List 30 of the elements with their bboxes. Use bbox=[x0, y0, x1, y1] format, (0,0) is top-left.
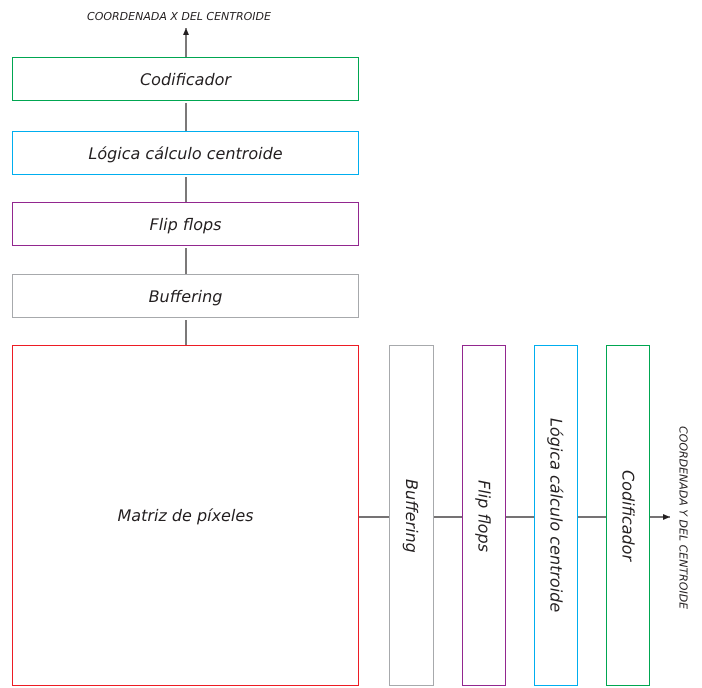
arrow bbox=[183, 28, 189, 57]
block-label: Flip flops bbox=[474, 480, 494, 552]
block-label: Matriz de píxeles bbox=[117, 506, 254, 525]
connector-line bbox=[506, 516, 534, 518]
connector-line bbox=[578, 516, 606, 518]
connector-line bbox=[185, 177, 187, 202]
process-box bbox=[606, 345, 650, 686]
block-label: Flip flops bbox=[150, 214, 222, 234]
output-label: COORDENADA Y DEL CENTROIDE bbox=[676, 426, 690, 610]
process-box bbox=[12, 345, 359, 686]
process-box bbox=[12, 202, 359, 246]
process-box bbox=[389, 345, 434, 686]
connector-line bbox=[185, 320, 187, 345]
block-label: Codificador bbox=[618, 470, 638, 562]
process-box bbox=[12, 57, 359, 101]
process-box bbox=[12, 131, 359, 175]
process-box bbox=[462, 345, 506, 686]
connector-line bbox=[185, 248, 187, 274]
block-label: Codificador bbox=[140, 70, 232, 88]
arrow bbox=[650, 514, 670, 520]
connector-line bbox=[434, 516, 462, 518]
process-box bbox=[534, 345, 578, 686]
block-label: Buffering bbox=[148, 286, 222, 306]
block-label: Buffering bbox=[402, 478, 421, 552]
process-box bbox=[12, 274, 359, 318]
output-label: COORDENADA X DEL CENTROIDE bbox=[87, 10, 271, 22]
connector-line bbox=[359, 516, 389, 518]
block-label: Lógica cálculo centroide bbox=[546, 418, 566, 613]
connector-line bbox=[185, 103, 187, 131]
block-label: Lógica cálculo centroide bbox=[88, 144, 283, 162]
